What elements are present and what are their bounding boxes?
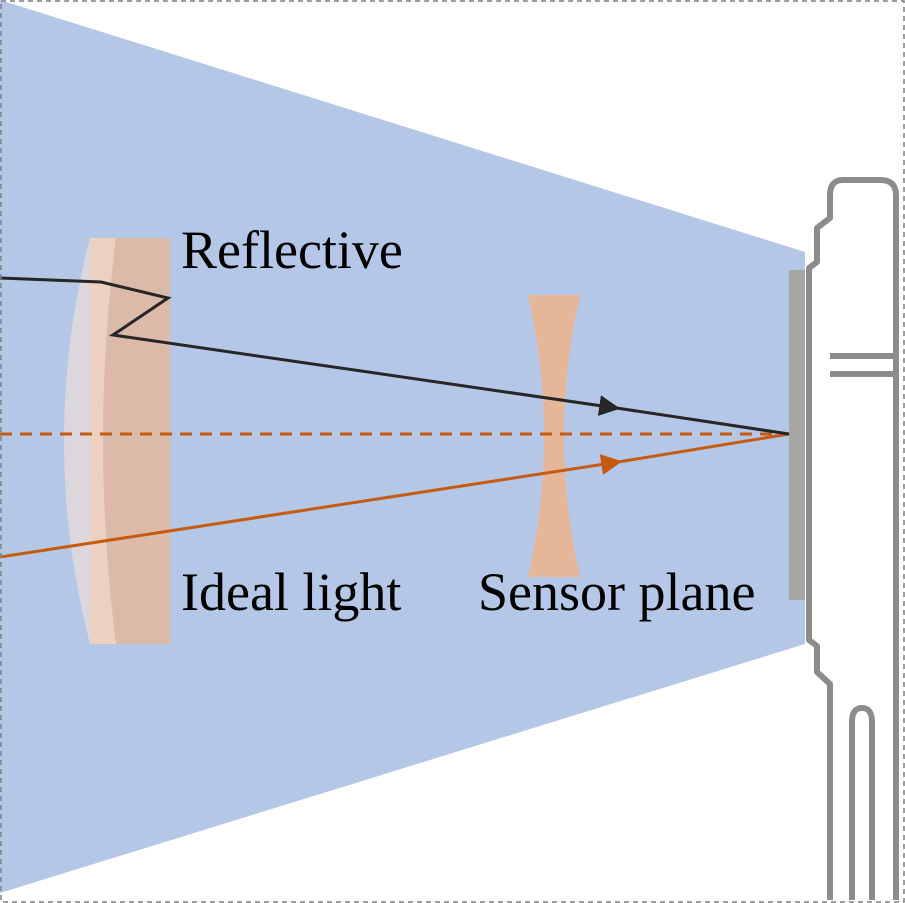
sensor-plate bbox=[789, 270, 805, 600]
light-cone bbox=[0, 0, 805, 893]
label-reflective: Reflective bbox=[181, 220, 403, 280]
camera-slot bbox=[849, 705, 875, 900]
label-ideal-light: Ideal light bbox=[181, 562, 401, 622]
camera-body-outline bbox=[806, 177, 899, 900]
convex-lens bbox=[64, 238, 170, 644]
ideal-light-ray bbox=[0, 432, 790, 559]
reflective-ray bbox=[0, 276, 790, 436]
concave-lens bbox=[528, 295, 580, 577]
label-sensor-plane: Sensor plane bbox=[478, 562, 755, 622]
ideal-light-ray-segment-1 bbox=[0, 454, 623, 559]
camera-body bbox=[806, 177, 899, 900]
reflective-ray-final-segment bbox=[609, 405, 790, 436]
reflective-ray-zigzag bbox=[0, 276, 621, 416]
ideal-light-ray-segment-2 bbox=[611, 432, 790, 465]
